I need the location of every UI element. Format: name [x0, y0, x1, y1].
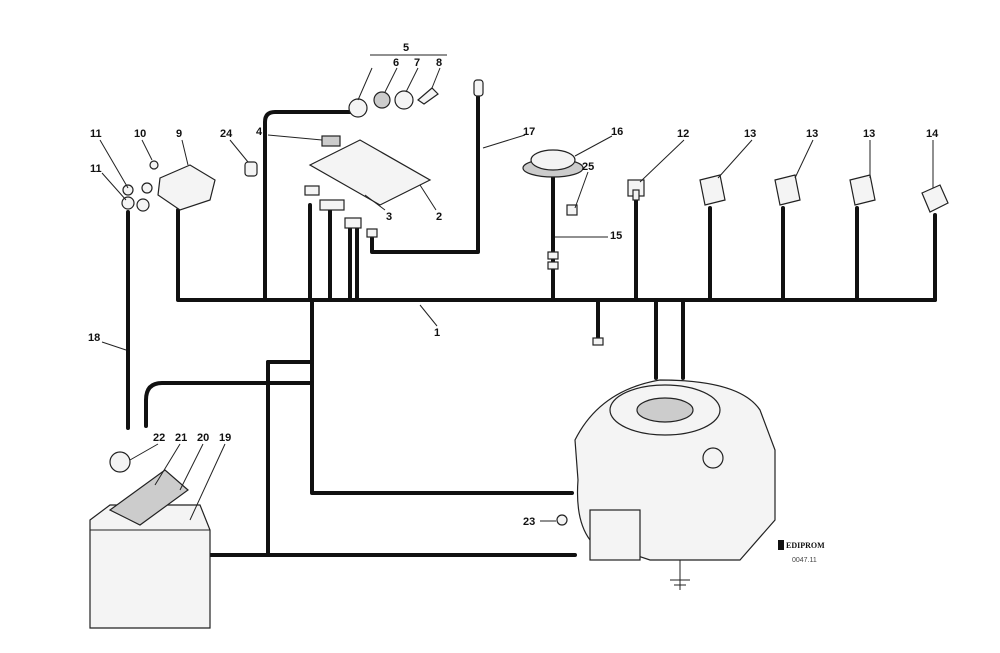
label-4: 4: [256, 126, 263, 138]
clip-25: [566, 204, 578, 216]
circuit-board-2: [308, 135, 432, 206]
microswitch-14: [921, 184, 949, 213]
label-18: 18: [88, 332, 100, 344]
solenoid-9: [121, 164, 216, 212]
nut-23: [556, 514, 568, 526]
label-11b: 11: [90, 163, 102, 175]
part-number-labels: 5 6 7 8 11 10 9 24 4 17 16 12 13 13 13 1…: [88, 42, 939, 528]
label-23: 23: [523, 516, 535, 528]
label-16: 16: [611, 126, 623, 138]
horn-16: [522, 149, 584, 178]
switch-13c: [849, 174, 876, 206]
relay-24: [244, 161, 258, 177]
connectors: [304, 79, 604, 346]
label-11: 11: [90, 128, 102, 140]
label-21: 21: [175, 432, 187, 444]
label-22: 22: [153, 432, 165, 444]
nut-10: [149, 160, 159, 170]
label-8: 8: [436, 57, 442, 69]
label-15: 15: [610, 230, 622, 242]
drawing-code: 0047.11: [792, 557, 817, 564]
label-20: 20: [197, 432, 209, 444]
label-24: 24: [220, 128, 233, 140]
label-12: 12: [677, 128, 689, 140]
switch-13a: [699, 174, 726, 206]
leader-lines: [99, 54, 934, 522]
label-13c: 13: [863, 128, 875, 140]
battery-bracket-21: [108, 451, 189, 526]
label-19: 19: [219, 432, 231, 444]
parts: [89, 87, 949, 629]
label-13b: 13: [806, 128, 818, 140]
ediprom-logo: EDIPROM 0047.11: [778, 540, 825, 564]
label-10: 10: [134, 128, 146, 140]
label-7: 7: [414, 57, 420, 69]
engine: [574, 379, 776, 590]
label-5: 5: [403, 42, 409, 54]
label-3: 3: [386, 211, 392, 223]
ignition-switch-5: [348, 87, 439, 118]
label-17: 17: [523, 126, 535, 138]
label-9: 9: [176, 128, 182, 140]
wiring-harness: [126, 90, 937, 557]
label-1: 1: [434, 327, 440, 339]
label-6: 6: [393, 57, 399, 69]
label-25: 25: [582, 161, 594, 173]
battery-19: [89, 504, 211, 629]
logo-brand: EDIPROM: [786, 541, 825, 550]
label-2: 2: [436, 211, 442, 223]
sensor-12: [627, 179, 645, 201]
label-14: 14: [926, 128, 939, 140]
switch-13b: [774, 174, 801, 206]
label-13a: 13: [744, 128, 756, 140]
